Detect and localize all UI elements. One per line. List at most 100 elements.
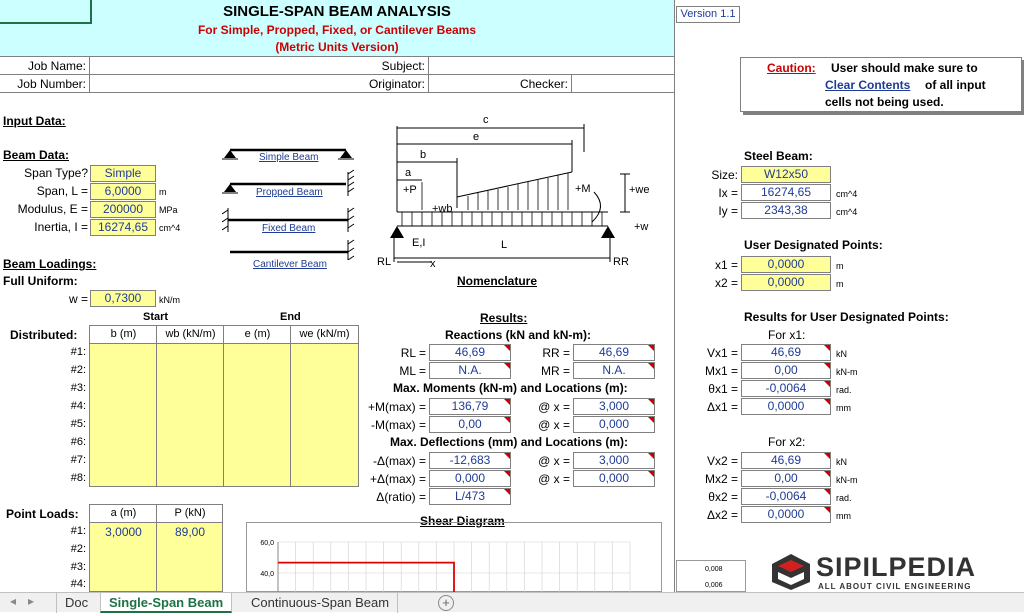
span-input[interactable]: 6,0000 xyxy=(90,183,156,200)
pl-row-4: #4: xyxy=(70,578,86,590)
point-load-1-a[interactable]: 3,0000 xyxy=(105,525,142,539)
diagram-wb-label: +wb xyxy=(432,203,453,215)
distributed-table: b (m) wb (kN/m) e (m) we (kN/m) xyxy=(89,325,359,487)
caution-title: Caution: xyxy=(767,61,816,75)
job-name-field[interactable] xyxy=(90,57,320,75)
vx2-label: Vx2 = xyxy=(706,454,738,468)
mneg-x-value: 0,000 xyxy=(573,416,655,433)
shear-y-tick-label: 40,0 xyxy=(260,571,274,578)
clear-contents-link[interactable]: Clear Contents xyxy=(825,78,911,92)
ml-label: ML = xyxy=(399,364,426,378)
link-propped-beam[interactable]: Propped Beam xyxy=(256,187,323,198)
job-number-field[interactable] xyxy=(90,75,320,93)
start-label: Start xyxy=(143,311,169,323)
dpos-x-value: 0,000 xyxy=(573,470,655,487)
vx2-unit: kN xyxy=(836,457,847,467)
thx1-label: θx1 = xyxy=(708,382,738,396)
for-x2-label: For x2: xyxy=(768,435,806,449)
mr-value: N.A. xyxy=(573,362,655,379)
diagram-p-label: +P xyxy=(403,184,417,196)
dneg-label: -Δ(max) = xyxy=(372,454,426,468)
dneg-at-label: @ x = xyxy=(538,454,570,468)
mpos-value: 136,79 xyxy=(429,398,511,415)
tab-single-span-beam[interactable]: Single-Span Beam xyxy=(100,593,233,613)
input-data-heading: Input Data: xyxy=(3,114,66,128)
diagram-e-label: e xyxy=(473,131,480,143)
pl-row-1: #1: xyxy=(70,525,86,537)
diagram-l-label: L xyxy=(501,239,508,251)
diagram-rl-label: RL xyxy=(377,256,392,268)
watermark-logo-icon xyxy=(772,554,810,590)
mini-chart-tick-2: 0,006 xyxy=(705,582,723,589)
diagram-w-label: +w xyxy=(634,221,649,233)
w-input[interactable]: 0,7300 xyxy=(90,290,156,307)
watermark: SIPILPEDIA ALL ABOUT CIVIL ENGINEERING xyxy=(770,552,1024,592)
span-type-input[interactable]: Simple xyxy=(90,165,156,182)
diagram-b-label: b xyxy=(420,149,427,161)
dratio-label: Δ(ratio) = xyxy=(376,490,426,504)
caution-text-2: of all input xyxy=(925,78,986,92)
shear-chart: 60,040,0 xyxy=(260,540,631,592)
shear-series-line xyxy=(278,561,455,592)
x2-input[interactable]: 0,0000 xyxy=(741,274,831,291)
nomenclature-diagram xyxy=(390,124,630,263)
dist-row-2: #2: xyxy=(70,364,86,376)
mneg-label: -M(max) = xyxy=(371,418,426,432)
link-fixed-beam[interactable]: Fixed Beam xyxy=(262,223,316,234)
rr-label: RR = xyxy=(542,346,570,360)
w-unit: kN/m xyxy=(159,295,180,305)
add-sheet-icon[interactable]: + xyxy=(438,595,454,611)
header-band xyxy=(0,0,674,57)
results-heading: Results: xyxy=(480,311,528,325)
size-input[interactable]: W12x50 xyxy=(741,166,831,183)
full-uniform-label: Full Uniform: xyxy=(3,274,78,288)
thx1-unit: rad. xyxy=(836,385,852,395)
inertia-input[interactable]: 16274,65 xyxy=(90,219,156,236)
thx2-value: -0,0064 xyxy=(741,488,831,505)
size-label: Size: xyxy=(711,168,738,182)
pl-row-3: #3: xyxy=(70,561,86,573)
dist-row-6: #6: xyxy=(70,436,86,448)
dist-row-4: #4: xyxy=(70,400,86,412)
vx2-value: 46,69 xyxy=(741,452,831,469)
span-unit: m xyxy=(159,187,167,197)
dpos-value: 0,000 xyxy=(429,470,511,487)
subject-label: Subject: xyxy=(381,59,425,73)
inertia-unit: cm^4 xyxy=(159,223,181,233)
beam-type-icons xyxy=(222,148,355,260)
tab-continuous-span-beam[interactable]: Continuous-Span Beam xyxy=(243,593,399,613)
x1-label: x1 = xyxy=(714,258,738,272)
mx2-label: Mx2 = xyxy=(704,472,738,486)
link-cantilever-beam[interactable]: Cantilever Beam xyxy=(253,259,327,270)
dx1-label: Δx1 = xyxy=(706,400,738,414)
mx1-label: Mx1 = xyxy=(704,364,738,378)
mx2-unit: kN-m xyxy=(836,475,858,485)
pl-row-2: #2: xyxy=(70,543,86,555)
cell-selector[interactable] xyxy=(0,0,92,24)
point-loads-table: a (m) P (kN) 3,0000 89,00 xyxy=(89,504,223,593)
thx2-unit: rad. xyxy=(836,493,852,503)
beam-data-heading: Beam Data: xyxy=(3,148,70,162)
rr-value: 46,69 xyxy=(573,344,655,361)
steel-beam-heading: Steel Beam: xyxy=(744,149,813,163)
diagram-c-label: c xyxy=(483,114,489,126)
tab-scroll-left-icon[interactable]: ◂ xyxy=(10,594,17,608)
beam-loadings-heading: Beam Loadings: xyxy=(3,257,97,271)
point-load-1-p[interactable]: 89,00 xyxy=(174,525,206,539)
diagram-ei-label: E,I xyxy=(412,237,426,249)
tab-doc[interactable]: Doc xyxy=(56,593,96,613)
rl-label: RL = xyxy=(400,346,426,360)
w-label: w = xyxy=(68,292,88,306)
link-simple-beam[interactable]: Simple Beam xyxy=(259,152,319,163)
x1-input[interactable]: 0,0000 xyxy=(741,256,831,273)
dx2-value: 0,0000 xyxy=(741,506,831,523)
tab-scroll-right-icon[interactable]: ▸ xyxy=(28,594,35,608)
dneg-value: -12,683 xyxy=(429,452,511,469)
x1-unit: m xyxy=(836,261,844,271)
mx1-value: 0,00 xyxy=(741,362,831,379)
vx1-unit: kN xyxy=(836,349,847,359)
mneg-at-label: @ x = xyxy=(538,418,570,432)
modulus-input[interactable]: 200000 xyxy=(90,201,156,218)
iy-unit: cm^4 xyxy=(836,207,858,217)
ix-unit: cm^4 xyxy=(836,189,858,199)
